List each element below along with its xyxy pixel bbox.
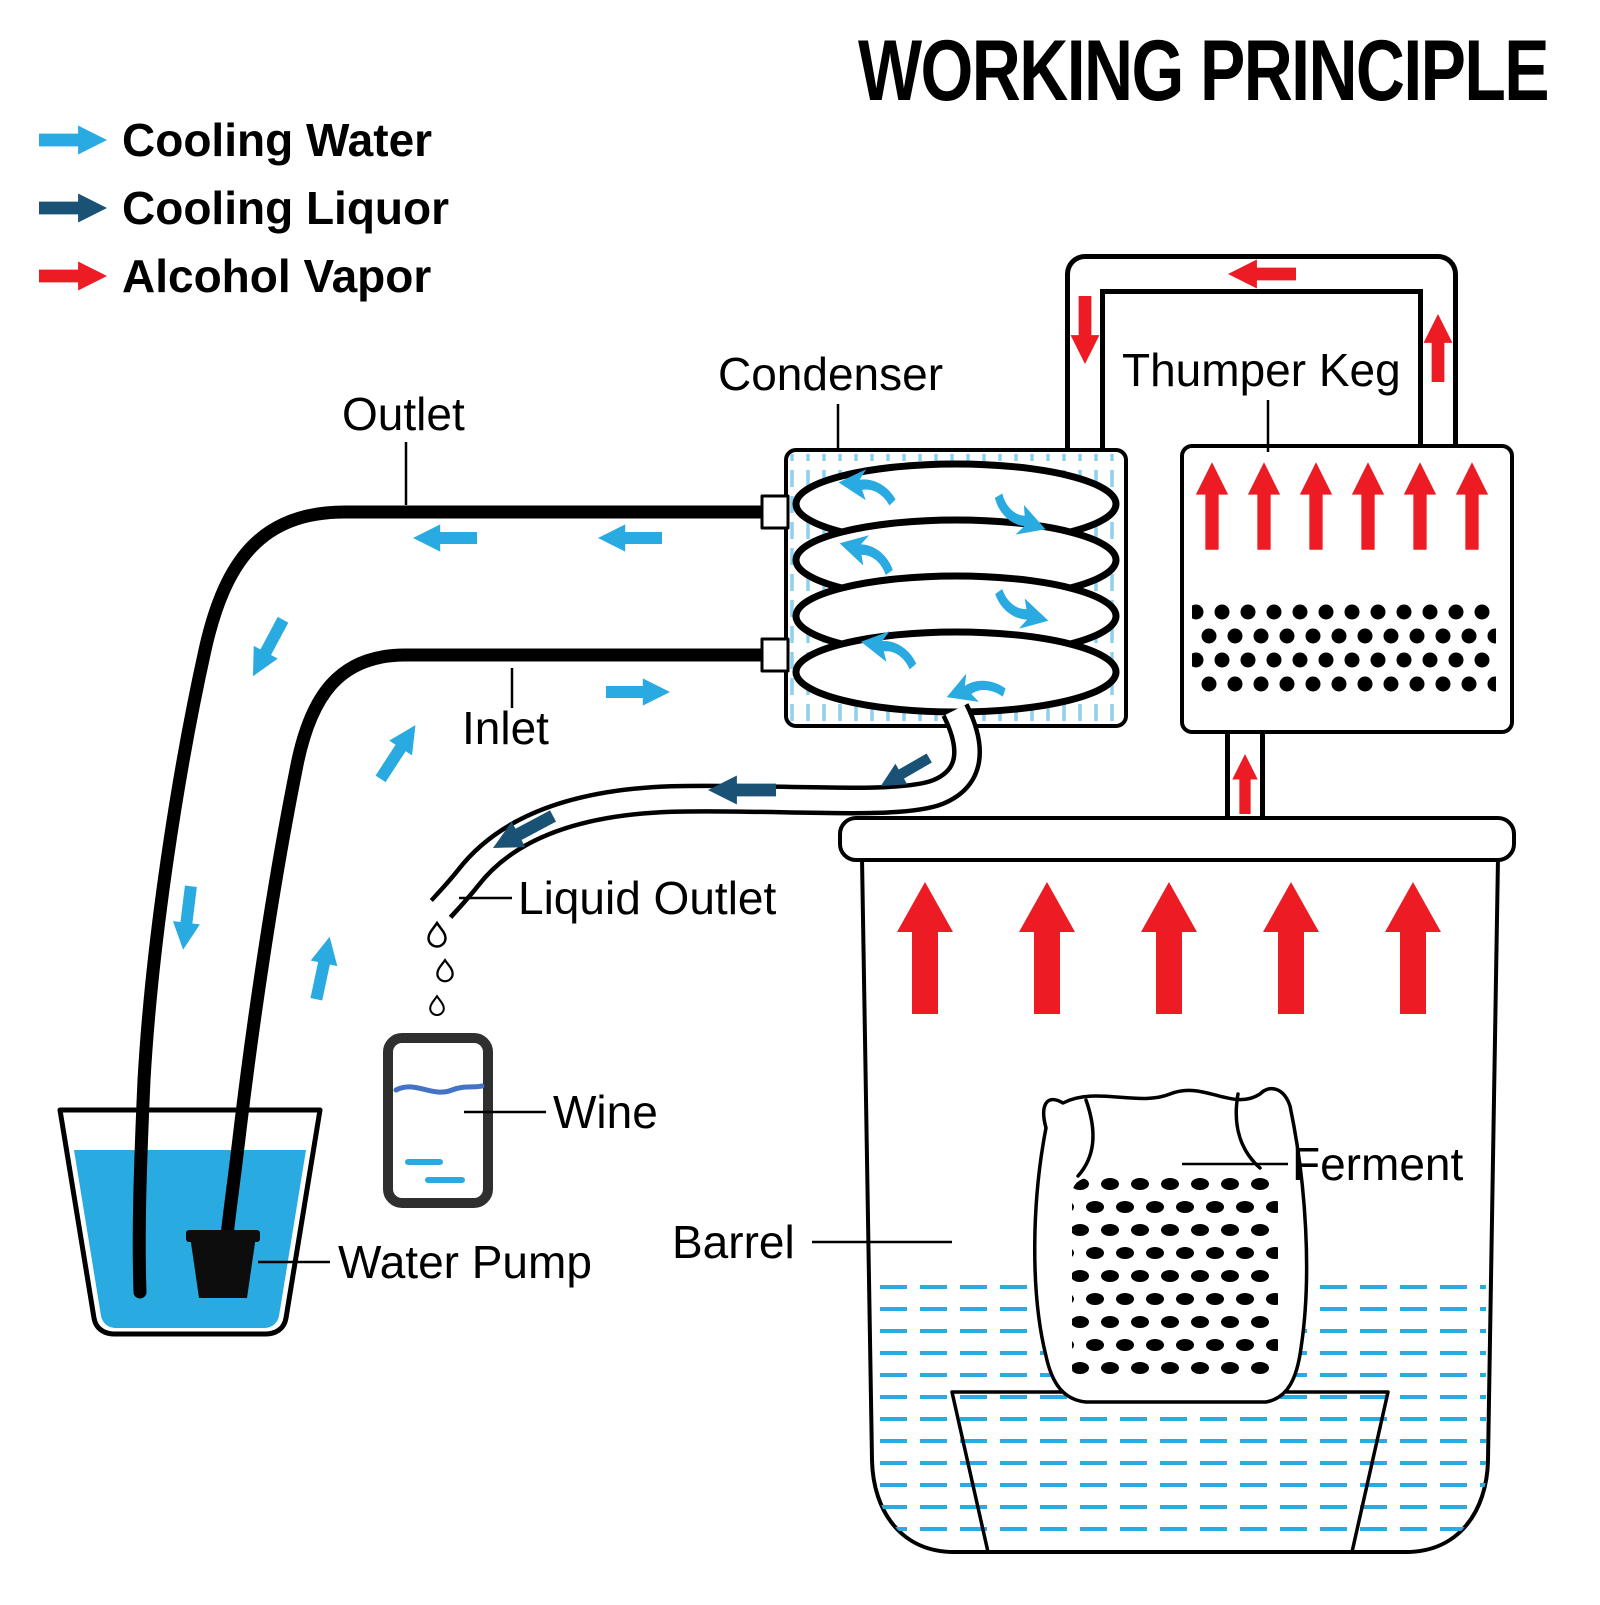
- water-pump: [186, 1230, 260, 1298]
- legend-label-cooling-water: Cooling Water: [122, 114, 432, 166]
- outlet-connector: [760, 494, 790, 530]
- keg-liquid-dots: [1192, 604, 1496, 694]
- water-bucket: [57, 1107, 323, 1337]
- legend-item-cooling-water: Cooling Water: [39, 114, 432, 166]
- droplet-icon: [436, 958, 454, 983]
- ferment-grain-dots: [1072, 1178, 1278, 1384]
- cooling-water-arrow: [240, 613, 296, 683]
- legend-item-cooling-liquor: Cooling Liquor: [39, 182, 449, 234]
- wine-glass: [383, 1033, 493, 1208]
- legend-item-alcohol-vapor: Alcohol Vapor: [39, 250, 431, 302]
- legend-label-cooling-liquor: Cooling Liquor: [122, 182, 449, 234]
- condenser-label: Condenser: [718, 348, 943, 400]
- wine-marks: [405, 1159, 465, 1183]
- barrel-label: Barrel: [672, 1216, 795, 1268]
- cooling-water-arrow: [413, 524, 477, 552]
- droplet-icon: [427, 921, 447, 948]
- legend-label-alcohol-vapor: Alcohol Vapor: [122, 250, 431, 302]
- pump-body: [190, 1236, 256, 1298]
- cooling-water-arrow: [169, 884, 205, 952]
- droplet-icon: [429, 995, 445, 1017]
- inlet-connector: [760, 637, 790, 673]
- cooling-water-arrow: [598, 524, 662, 552]
- wine-surface: [393, 1083, 485, 1095]
- inlet-tube: [219, 648, 795, 1253]
- ferment-label: Ferment: [1292, 1138, 1463, 1190]
- thumper-keg: [1180, 444, 1514, 734]
- cooling-water-arrow: [369, 717, 427, 787]
- cooling-water-arrows: [169, 524, 670, 1003]
- condenser-coil: [792, 460, 1120, 716]
- barrel-lid: [838, 816, 1516, 862]
- alcohol-vapor-arrow-icon: [39, 261, 107, 291]
- liquid-outlet-label: Liquid Outlet: [518, 872, 776, 924]
- liquid-outlet-tube: [429, 703, 982, 921]
- inlet-label: Inlet: [462, 702, 549, 754]
- cooling-water-arrow-icon: [39, 125, 107, 155]
- condenser: [760, 448, 1128, 728]
- legend: Cooling Water Cooling Liquor Alcohol Vap…: [39, 114, 449, 302]
- outlet-tube: [132, 505, 795, 1299]
- cooling-water-arrow: [303, 933, 343, 1003]
- page-title: WORKING PRINCIPLE: [858, 23, 1548, 119]
- droplets: [427, 921, 454, 1017]
- wine-label: Wine: [553, 1086, 658, 1138]
- cooling-water-arrow: [606, 678, 670, 706]
- water-pump-label: Water Pump: [338, 1236, 592, 1288]
- barrel: [838, 816, 1516, 1554]
- thumper-keg-label: Thumper Keg: [1122, 344, 1401, 396]
- outlet-label: Outlet: [342, 388, 465, 440]
- cooling-liquor-arrow-icon: [39, 193, 107, 223]
